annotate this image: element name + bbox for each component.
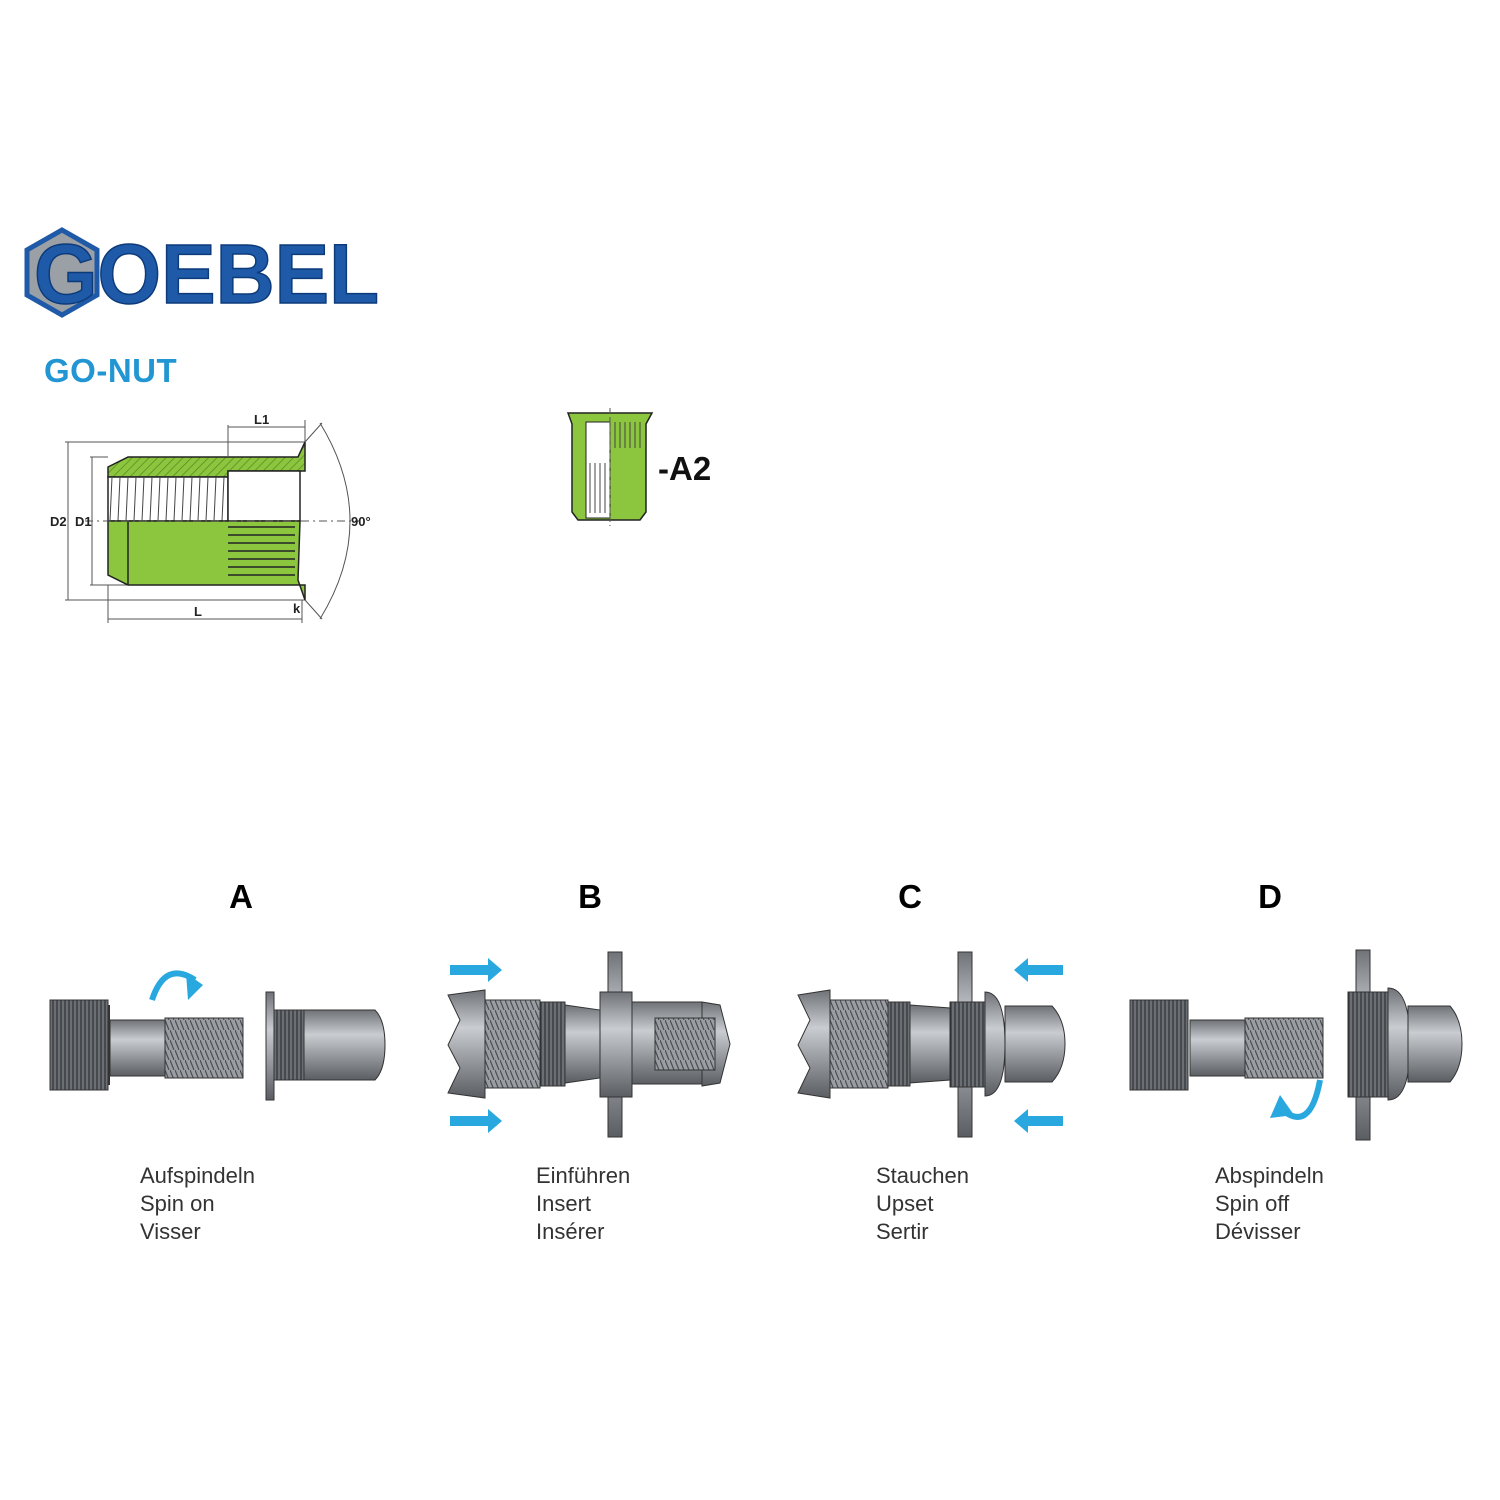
step-d-illustration: [1129, 949, 1463, 1141]
step-c-illustration: [797, 951, 1066, 1138]
dim-l-label: L: [194, 604, 202, 619]
dim-d1-label: D1: [75, 514, 92, 529]
product-title: GO-NUT: [44, 352, 178, 389]
dim-d2-label: D2: [50, 514, 67, 529]
left-arrow-icon: [1014, 958, 1063, 1133]
goebel-logo: GOEBEL: [24, 226, 380, 320]
step-letter-a: A: [229, 878, 253, 915]
dim-angle-label: 90°: [351, 514, 371, 529]
variant-label: -A2: [658, 450, 712, 487]
dimension-drawing: L1 L D2 D1 k 90°: [50, 412, 371, 623]
dim-l1-label: L1: [254, 412, 269, 427]
step-a-illustration: [49, 970, 386, 1101]
step-letter-c: C: [898, 878, 922, 915]
step-letter-b: B: [578, 878, 602, 915]
right-arrow-icon: [450, 958, 502, 1133]
step-letter-d: D: [1258, 878, 1282, 915]
dim-k-label: k: [293, 601, 301, 616]
step-b-illustration: [447, 951, 731, 1138]
logo-wordmark: GOEBEL: [34, 227, 379, 320]
variant-drawing: [566, 408, 654, 526]
